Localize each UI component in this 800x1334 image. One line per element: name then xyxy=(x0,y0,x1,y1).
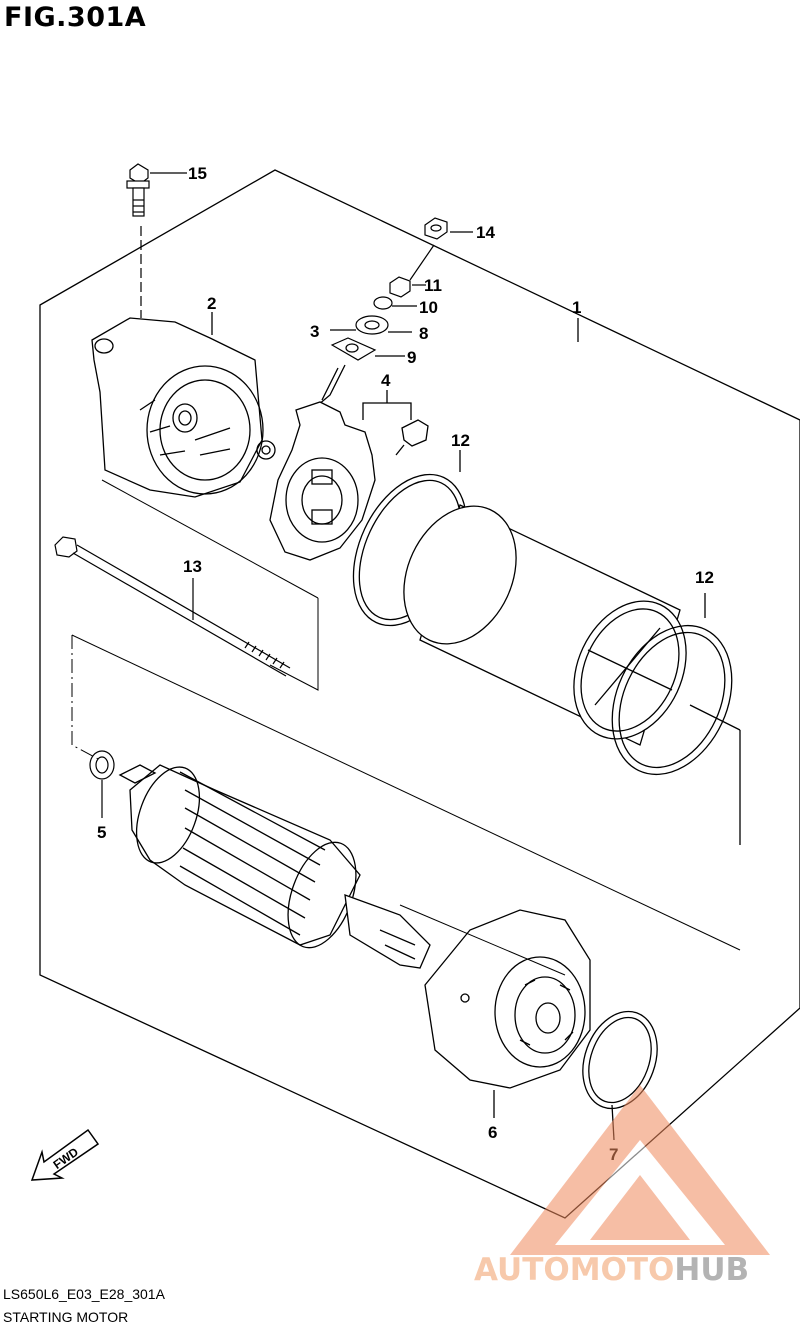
callout-4: 4 xyxy=(381,371,391,390)
callout-5: 5 xyxy=(97,823,106,842)
figure-caption: STARTING MOTOR xyxy=(3,1309,129,1325)
callout-10: 10 xyxy=(419,298,438,317)
front-bracket-part-6 xyxy=(424,909,591,1118)
callout-11: 11 xyxy=(424,276,442,295)
callout-15: 15 xyxy=(188,164,207,183)
fwd-arrow-icon xyxy=(30,1128,100,1181)
yoke-housing xyxy=(403,318,687,746)
watermark-logo-icon xyxy=(510,1085,770,1255)
callout-2: 2 xyxy=(207,294,216,313)
callout-8: 8 xyxy=(419,324,428,343)
callout-12-lower: 12 xyxy=(695,568,714,587)
callout-9: 9 xyxy=(407,348,416,367)
watermark-part1: AUTOMOTO xyxy=(474,1252,675,1288)
watermark-part2: HUB xyxy=(674,1252,750,1288)
figure-title: FIG.301A xyxy=(4,2,147,33)
callout-13: 13 xyxy=(183,557,202,576)
washer-part-5 xyxy=(89,750,115,818)
through-bolt-part-13 xyxy=(54,536,291,677)
armature-group-outline xyxy=(71,635,101,761)
figure-code: LS650L6_E03_E28_301A xyxy=(3,1286,165,1302)
brush-holder-part-4 xyxy=(269,364,429,561)
callout-6: 6 xyxy=(488,1123,497,1142)
callout-3: 3 xyxy=(310,322,319,341)
o-ring-part-12-lower xyxy=(611,593,741,845)
armature xyxy=(118,764,431,969)
callout-1: 1 xyxy=(572,298,581,317)
small-hardware-stack xyxy=(330,217,473,361)
watermark-text: AUTOMOTOHUB xyxy=(474,1252,749,1288)
bolt-part-15 xyxy=(126,163,187,318)
assembly-outline xyxy=(39,169,800,1219)
callout-12-upper: 12 xyxy=(451,431,470,450)
callout-14: 14 xyxy=(476,223,495,242)
end-cover-part-2 xyxy=(91,312,276,498)
